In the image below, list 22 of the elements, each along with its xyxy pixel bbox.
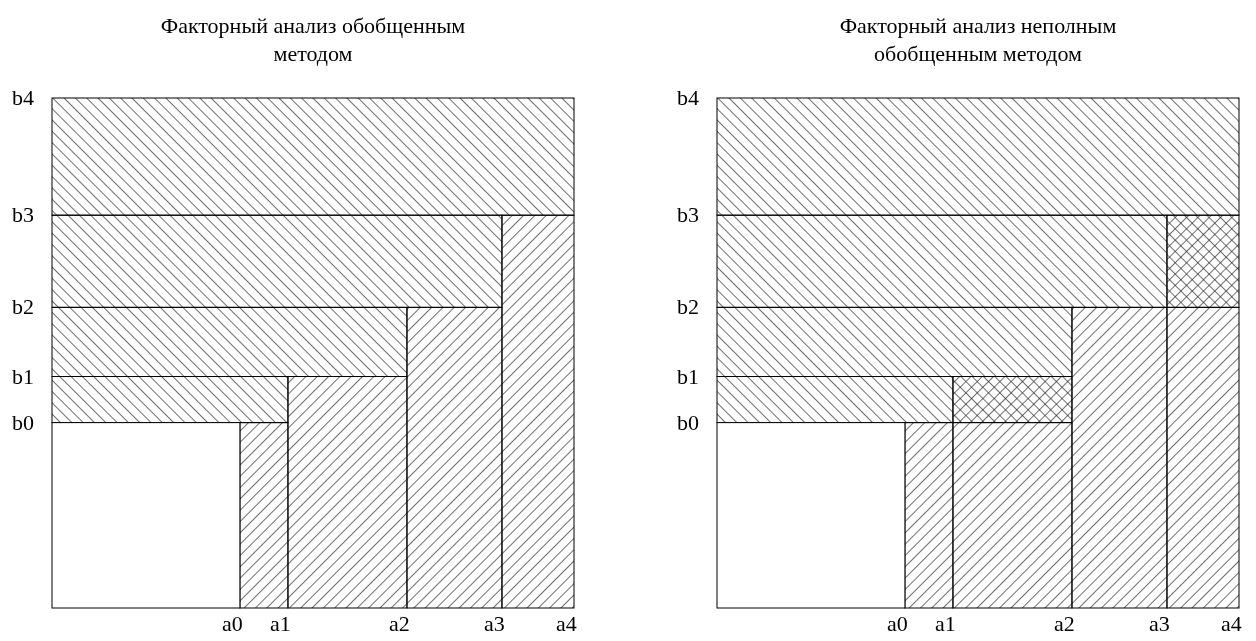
axis-tick-label: b3 — [677, 203, 699, 228]
axis-tick-label: b3 — [12, 203, 34, 228]
axis-tick-label: a1 — [269, 612, 291, 636]
axis-tick-label: a2 — [1053, 612, 1075, 636]
axis-tick-label: b1 — [12, 364, 34, 389]
axis-tick-label: a2 — [388, 612, 410, 636]
axis-tick-label: a0 — [221, 612, 243, 636]
panel-title: Факторный анализ обобщенным методом — [159, 12, 467, 68]
axis-tick-label: b0 — [677, 410, 699, 435]
axis-tick-label: a4 — [556, 612, 577, 636]
axis-tick-label: b2 — [12, 295, 34, 320]
panel-title: Факторный анализ неполным обобщенным методом — [838, 12, 1118, 68]
axis-tick-label: a0 — [886, 612, 908, 636]
axis-tick-label: b1 — [677, 364, 699, 389]
axis-tick-label: a1 — [934, 612, 956, 636]
axis-tick-label: a4 — [1221, 612, 1242, 636]
axis-tick-label: b2 — [677, 295, 699, 320]
axis-tick-label: b0 — [12, 410, 34, 435]
axis-tick-label: b4 — [12, 86, 34, 110]
axis-tick-label: b4 — [677, 86, 699, 110]
axis-tick-label: a3 — [483, 612, 505, 636]
axis-tick-label: a3 — [1148, 612, 1170, 636]
